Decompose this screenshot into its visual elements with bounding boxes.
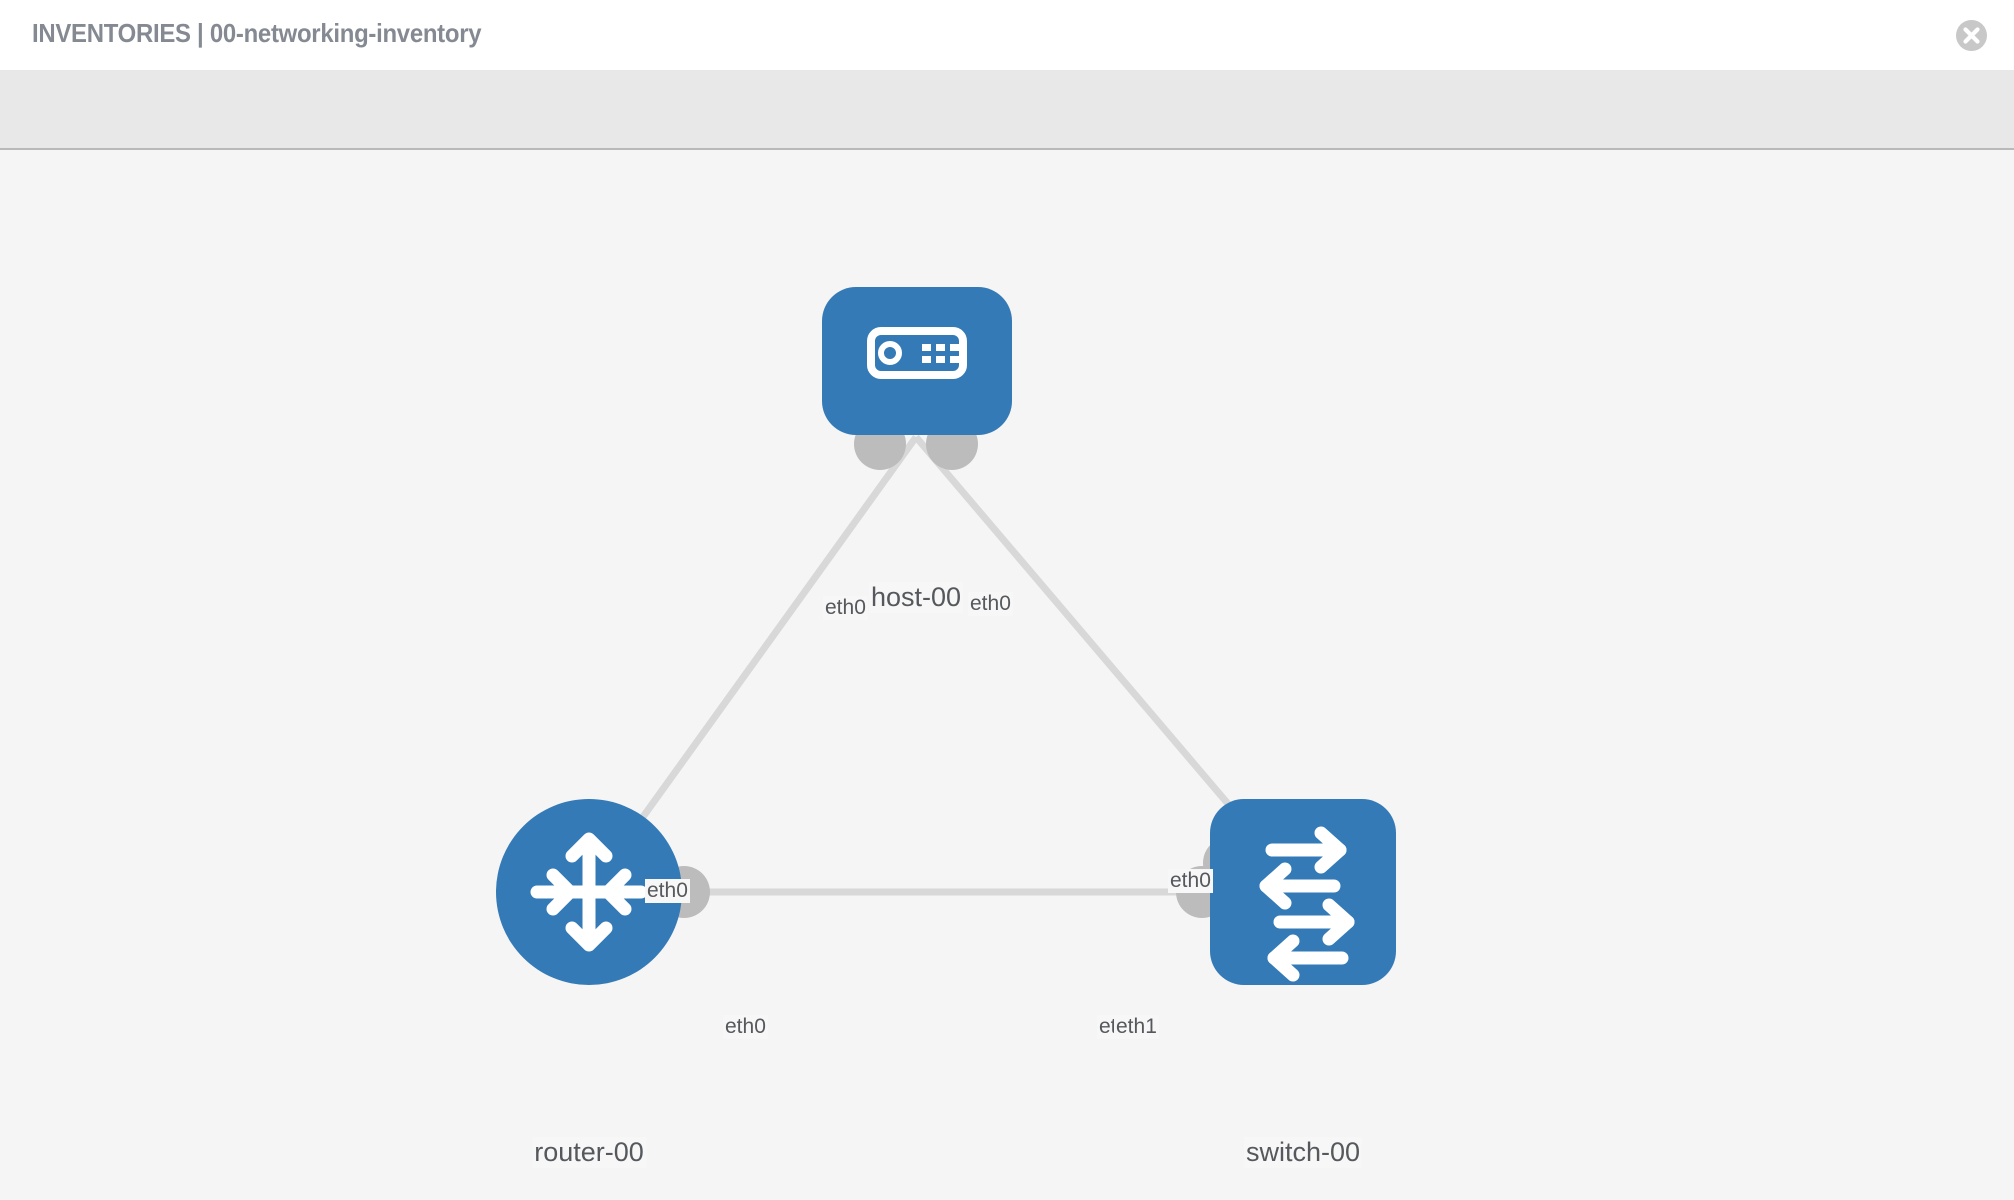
port-label: eth0	[968, 592, 1013, 616]
port-label: eth1	[1114, 1015, 1159, 1039]
link-host-router	[586, 434, 919, 895]
toolbar: ACTIONS SEARCH	[0, 70, 2014, 205]
server-icon	[867, 327, 967, 379]
close-icon[interactable]	[1956, 20, 1987, 51]
node-router-00[interactable]	[496, 799, 682, 985]
switch-arrows-icon	[1259, 826, 1355, 982]
port-label: eth0	[723, 1015, 768, 1039]
node-label-switch: switch-00	[1243, 1137, 1363, 1168]
port-label: eth0	[645, 879, 690, 903]
node-switch-00[interactable]	[1210, 799, 1396, 985]
topology-graph	[496, 287, 1396, 985]
page-title: INVENTORIES | 00-networking-inventory	[32, 18, 482, 48]
topology-links	[586, 434, 1306, 896]
page-header: INVENTORIES | 00-networking-inventory	[0, 0, 2014, 70]
node-host-00[interactable]	[822, 287, 1012, 435]
port-label: eth0	[823, 596, 868, 620]
port-label: eth0	[1168, 869, 1213, 893]
node-label-router: router-00	[532, 1137, 646, 1168]
router-arrows-icon	[530, 832, 648, 952]
node-label-host: host-00	[868, 582, 964, 613]
topology-canvas[interactable]: eth0 eth0 eth0 eth0 eth0 eth0 eth1 host-…	[0, 152, 2014, 1200]
